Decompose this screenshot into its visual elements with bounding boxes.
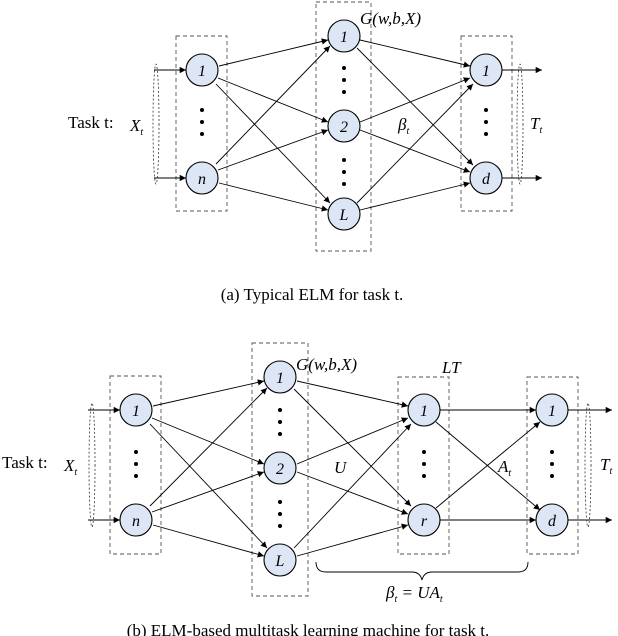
edge-b-in-h1 <box>149 387 268 507</box>
edge-a-i1-h2 <box>217 77 329 123</box>
caption-a: (a) Typical ELM for task t. <box>221 285 404 304</box>
factor-label-b: βt = UAt <box>385 583 443 605</box>
hidden-fn-label-b: G(w,b,X) <box>296 355 357 374</box>
svg-text:1: 1 <box>198 63 206 80</box>
edge-b-lr-o1 <box>435 421 541 509</box>
edge-a-i1-h1 <box>218 38 329 67</box>
edge-b-h1-l1 <box>296 380 409 408</box>
output-label-b: Tt <box>600 455 612 477</box>
ellipsis-dots-a-hidden-upper <box>342 66 346 94</box>
svg-text:L: L <box>275 553 285 570</box>
latent-node-b-r: r <box>407 503 441 537</box>
svg-text:1: 1 <box>132 403 140 420</box>
u-label-b: U <box>334 458 348 477</box>
input-node-a-n: n <box>185 161 219 195</box>
hidden-layer-box-a <box>315 1 372 252</box>
hidden-node-a-1: 1 <box>327 19 361 53</box>
hidden-node-a-L: L <box>327 197 361 231</box>
svg-text:2: 2 <box>340 119 348 136</box>
hidden-node-b-2: 2 <box>263 451 297 485</box>
ellipsis-dots-b-latent <box>422 450 426 478</box>
task-label-b: Task t: <box>2 453 48 472</box>
edge-b-l1-od <box>435 421 541 511</box>
edge-b-h2-lr <box>296 471 409 515</box>
svg-text:1: 1 <box>276 370 284 387</box>
edge-a-in-hL <box>218 182 329 212</box>
ellipsis-dots-b-hidden-upper <box>278 408 282 436</box>
svg-text:1: 1 <box>340 29 348 46</box>
edge-b-hL-lr <box>296 523 409 557</box>
output-node-b-d: d <box>535 503 569 537</box>
hidden-node-a-2: 2 <box>327 109 361 143</box>
edge-a-h1-od <box>356 47 474 166</box>
svg-text:d: d <box>548 513 557 530</box>
task-label-a: Task t: <box>68 113 114 132</box>
edge-b-in-hL <box>152 524 265 558</box>
svg-text:n: n <box>132 513 140 530</box>
figure-a: 1 n 1 2 L 1 d Task t: Xt G(w,b,X) βt Tt … <box>68 1 542 304</box>
latent-layer-box-b <box>397 376 450 555</box>
edge-b-hL-l1 <box>293 423 412 549</box>
output-layer-box-b <box>526 376 579 555</box>
edge-b-h1-lr <box>293 388 412 507</box>
edge-a-in-h1 <box>215 45 331 165</box>
edge-b-i1-h2 <box>151 417 265 465</box>
output-ellipse-a <box>516 63 524 185</box>
ellipsis-dots-a-output <box>484 108 488 136</box>
ellipsis-dots-b-input <box>134 450 138 478</box>
output-layer-box-a <box>460 35 513 212</box>
output-ellipse-b <box>584 402 592 528</box>
hidden-node-b-L: L <box>263 543 297 577</box>
edge-a-hL-o1 <box>356 83 474 204</box>
edge-a-h2-od <box>359 129 471 173</box>
caption-b: (b) ELM-based multitask learning machine… <box>127 621 490 636</box>
edge-b-h2-l1 <box>296 417 409 465</box>
ellipsis-dots-b-output <box>550 450 554 478</box>
edge-a-i1-hL <box>215 83 331 204</box>
input-node-b-1: 1 <box>119 393 153 427</box>
hidden-node-b-1: 1 <box>263 360 297 394</box>
svg-text:d: d <box>482 171 491 188</box>
input-label-b: Xt <box>63 456 77 478</box>
figure-b: 1 n 1 2 L 1 r 1 d Task t: Xt G(w,b,X) LT… <box>2 342 612 636</box>
svg-text:2: 2 <box>276 461 284 478</box>
edge-a-h1-o1 <box>359 39 471 68</box>
input-node-b-n: n <box>119 503 153 537</box>
svg-text:L: L <box>339 207 349 224</box>
latent-label-b: LT <box>441 358 462 377</box>
ellipsis-dots-a-input <box>200 108 204 136</box>
svg-text:1: 1 <box>548 403 556 420</box>
input-label-a: Xt <box>129 116 143 138</box>
input-node-a-1: 1 <box>185 53 219 87</box>
hidden-fn-label-a: G(w,b,X) <box>360 9 421 28</box>
output-node-b-1: 1 <box>535 393 569 427</box>
output-label-a: Tt <box>530 114 542 136</box>
input-layer-box-a <box>175 35 228 212</box>
svg-text:r: r <box>421 513 428 530</box>
input-layer-box-b <box>109 375 162 555</box>
ellipsis-dots-b-hidden-lower <box>278 500 282 528</box>
edge-b-i1-h1 <box>152 379 265 407</box>
output-node-a-1: 1 <box>469 53 503 87</box>
hidden-layer-box-b <box>251 342 309 597</box>
svg-text:1: 1 <box>482 63 490 80</box>
input-ellipse-b <box>88 402 96 528</box>
edge-b-in-h2 <box>151 471 265 513</box>
input-ellipse-a <box>152 63 160 185</box>
a-label-b: At <box>497 457 511 479</box>
edge-a-in-h2 <box>217 129 329 171</box>
latent-node-b-1: 1 <box>407 393 441 427</box>
edge-a-hL-od <box>359 181 471 211</box>
weights-label-a: βt <box>397 115 409 137</box>
factor-brace-b <box>315 561 529 581</box>
ellipsis-dots-a-hidden-lower <box>342 158 346 186</box>
edge-b-i1-hL <box>149 423 268 549</box>
svg-text:1: 1 <box>420 403 428 420</box>
output-node-a-d: d <box>469 161 503 195</box>
edge-a-h2-o1 <box>359 77 471 123</box>
svg-text:n: n <box>198 171 206 188</box>
